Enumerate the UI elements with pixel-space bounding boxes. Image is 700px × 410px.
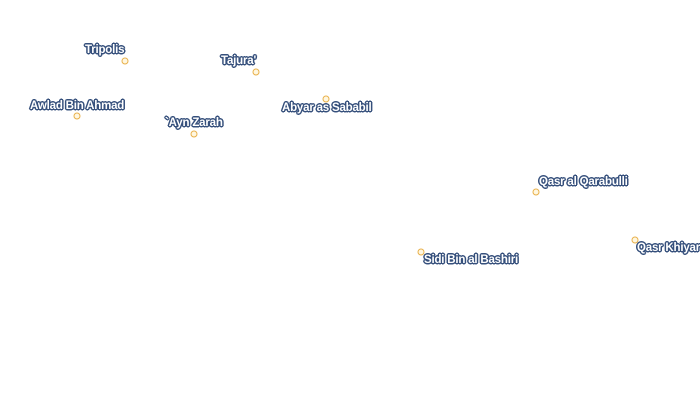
place-label-qasr-khiyar[interactable]: Qasr Khiyar	[637, 242, 700, 254]
place-label-awlad-bin-ahmad[interactable]: Awlad Bin Ahmad	[30, 100, 125, 112]
place-label-abyar-as-sababil[interactable]: Abyar as Sababil	[282, 102, 372, 114]
place-marker-tripolis[interactable]	[121, 57, 129, 65]
place-label-tripolis[interactable]: Tripolis	[85, 44, 125, 56]
place-marker-sidi-bin-al-bashiri[interactable]	[417, 248, 425, 256]
place-marker-tajura[interactable]	[252, 68, 260, 76]
place-label-qasr-al-qarabulli[interactable]: Qasr al Qarabulli	[539, 176, 628, 188]
place-marker-ayn-zarah[interactable]	[190, 130, 198, 138]
place-label-sidi-bin-al-bashiri[interactable]: Sidi Bin al Bashiri	[424, 254, 518, 266]
place-marker-abyar-as-sababil[interactable]	[322, 95, 330, 103]
place-label-ayn-zarah[interactable]: `Ayn Zarah	[165, 117, 223, 129]
place-marker-awlad-bin-ahmad[interactable]	[73, 112, 81, 120]
place-marker-qasr-khiyar[interactable]	[631, 236, 639, 244]
place-marker-qasr-al-qarabulli[interactable]	[532, 188, 540, 196]
place-label-tajura[interactable]: Tajura'	[221, 55, 256, 67]
